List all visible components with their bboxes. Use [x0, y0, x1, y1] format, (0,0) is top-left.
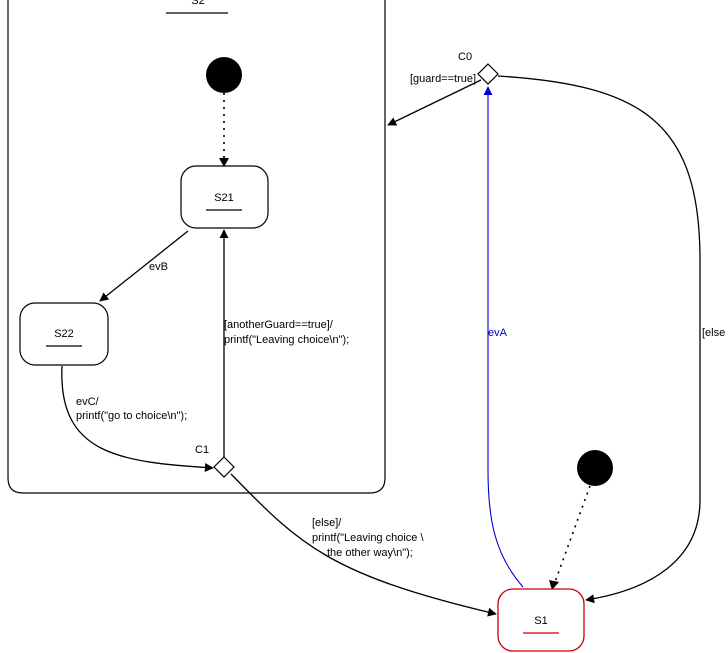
composite-state-s2-label: S2: [191, 0, 204, 7]
choice-c0[interactable]: [477, 63, 499, 85]
initial-transition-top-arrowhead: [549, 580, 559, 590]
transition-s1-to-c0-label: evA: [488, 327, 508, 339]
transition-c1-to-s21-label-line1: [anotherGuard==true]/: [224, 319, 334, 331]
transition-s1-to-c0[interactable]: [483, 86, 524, 588]
state-s1-label: S1: [534, 615, 547, 627]
composite-state-s2[interactable]: S2: [7, 0, 386, 494]
state-s21[interactable]: S21: [180, 165, 269, 229]
initial-pseudostate-top: [577, 450, 613, 486]
state-s22[interactable]: S22: [19, 302, 109, 366]
transition-c1-to-s1-label-line3: the other way\n");: [327, 547, 413, 559]
initial-pseudostate-s2: [206, 57, 242, 93]
initial-transition-top: [554, 485, 591, 583]
transition-c1-to-s1-label-line1: [else]/: [312, 517, 342, 529]
state-s22-label: S22: [54, 328, 74, 340]
transition-c0-to-s2[interactable]: [387, 79, 482, 126]
state-s1[interactable]: S1: [497, 588, 585, 652]
transition-s22-to-c1[interactable]: [61, 365, 214, 472]
transition-s22-to-c1-label-line2: printf("go to choice\n");: [76, 410, 187, 422]
transition-c1-to-s1[interactable]: [230, 473, 497, 617]
choice-c0-label: C0: [458, 51, 472, 63]
transition-c1-to-s21-label-line2: printf("Leaving choice\n");: [224, 334, 349, 346]
initial-transition-s2-arrowhead: [219, 158, 229, 167]
transition-c0-to-s1[interactable]: [497, 75, 701, 604]
choice-c1[interactable]: [213, 456, 235, 478]
state-s21-label: S21: [214, 192, 234, 204]
choice-c1-label: C1: [195, 444, 209, 456]
transition-c0-to-s1-label: [else: [702, 327, 725, 339]
transition-s21-to-s22-label: evB: [149, 261, 168, 273]
transition-s21-to-s22[interactable]: [99, 230, 189, 302]
transition-c1-to-s1-label-line2: printf("Leaving choice \: [312, 532, 424, 544]
transition-c0-to-s2-label: [guard==true]: [410, 73, 476, 85]
transition-s22-to-c1-label-line1: evC/: [76, 396, 100, 408]
